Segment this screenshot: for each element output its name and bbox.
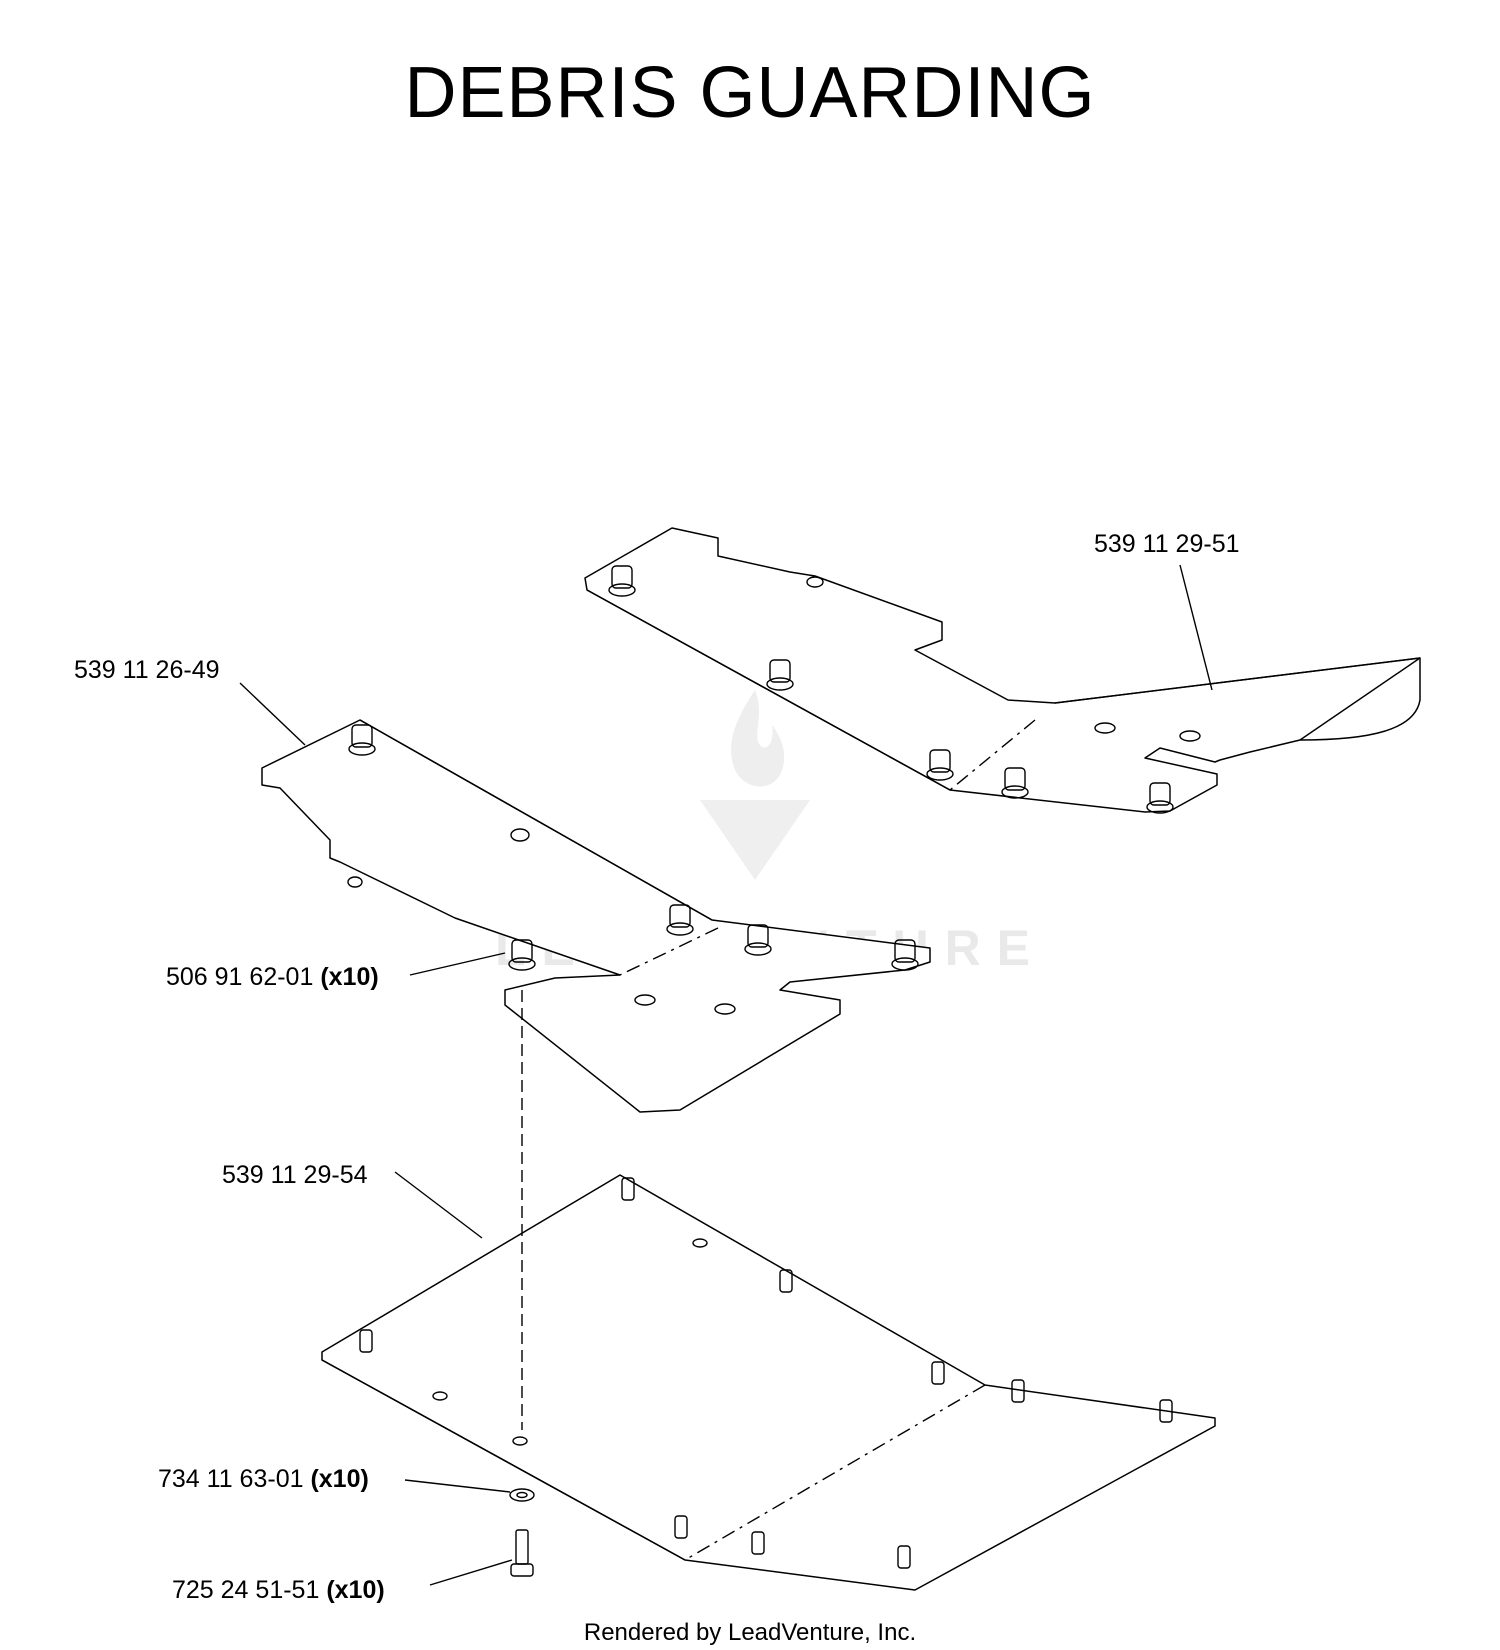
fastener-stack <box>509 990 535 1577</box>
washer-icon <box>509 1488 535 1502</box>
part-label-539-11-29-54: 539 11 29-54 <box>222 1161 368 1189</box>
footer-credit: Rendered by LeadVenture, Inc. <box>584 1619 916 1646</box>
rear-debris-guard <box>584 527 1421 814</box>
part-label-539-11-29-51: 539 11 29-51 <box>1094 530 1240 558</box>
part-label-506-91-62-01: 506 91 62-01 (x10) <box>166 963 379 991</box>
part-label-734-11-63-01: 734 11 63-01 (x10) <box>158 1465 369 1493</box>
bolt-icon <box>515 1529 529 1565</box>
leader-lines <box>239 564 1213 1586</box>
bottom-mounting-plate <box>321 1174 1216 1591</box>
part-label-725-24-51-51: 725 24 51-51 (x10) <box>172 1576 385 1604</box>
page-title: DEBRIS GUARDING <box>404 53 1096 133</box>
front-debris-guard <box>261 719 931 1113</box>
part-label-539-11-26-49: 539 11 26-49 <box>74 656 220 684</box>
